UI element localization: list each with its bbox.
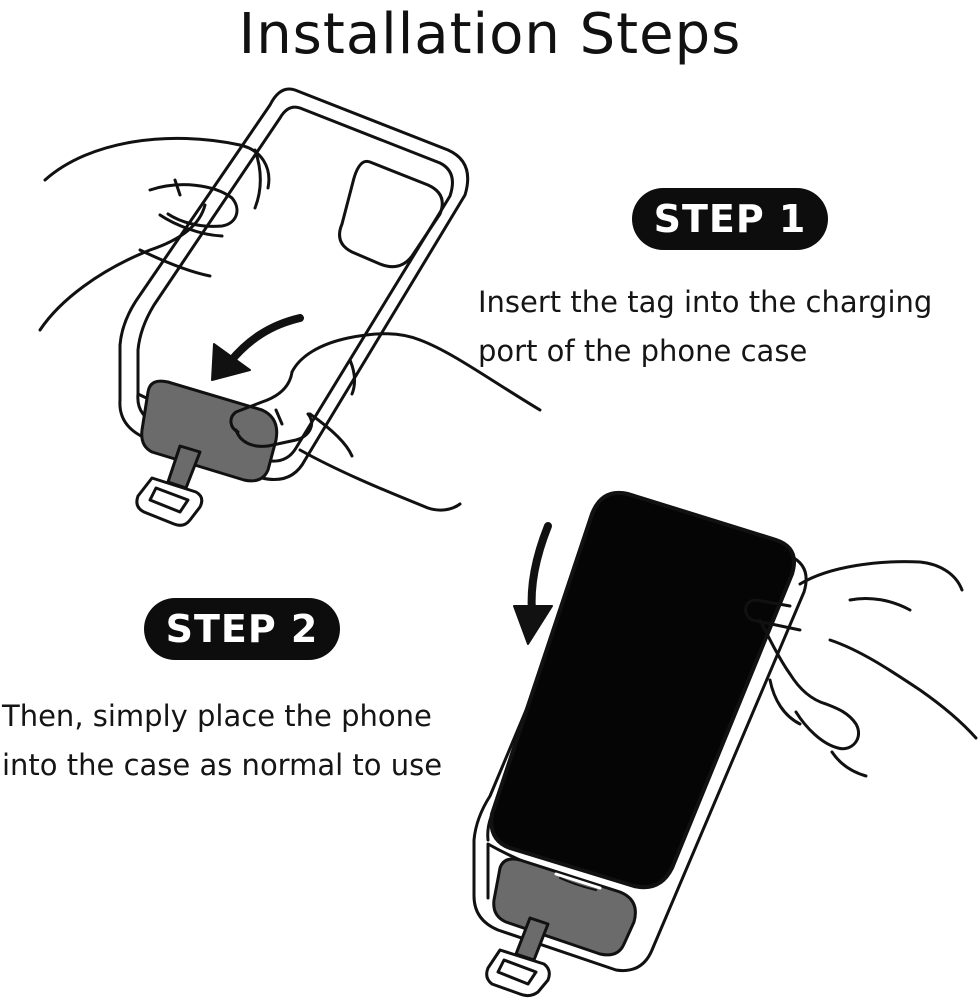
left-hand-drawing [38, 136, 271, 332]
step-2-badge: STEP 2 [144, 598, 340, 660]
step-1-line-1: Insert the tag into the charging [478, 285, 933, 319]
step-2-line-2: into the case as normal to use [2, 748, 443, 782]
step-2-description: Then, simply place the phone into the ca… [2, 692, 442, 790]
step-1-description: Insert the tag into the charging port of… [478, 278, 932, 376]
step-1-badge: STEP 1 [632, 188, 828, 250]
page-title: Installation Steps [238, 2, 742, 67]
step-1-line-2: port of the phone case [478, 334, 808, 368]
right-hand-drawing [229, 332, 542, 512]
hand-drawing [744, 560, 978, 778]
step-2-line-1: Then, simply place the phone [2, 699, 432, 733]
step1-illustration [38, 87, 542, 527]
step2-illustration [472, 491, 978, 998]
